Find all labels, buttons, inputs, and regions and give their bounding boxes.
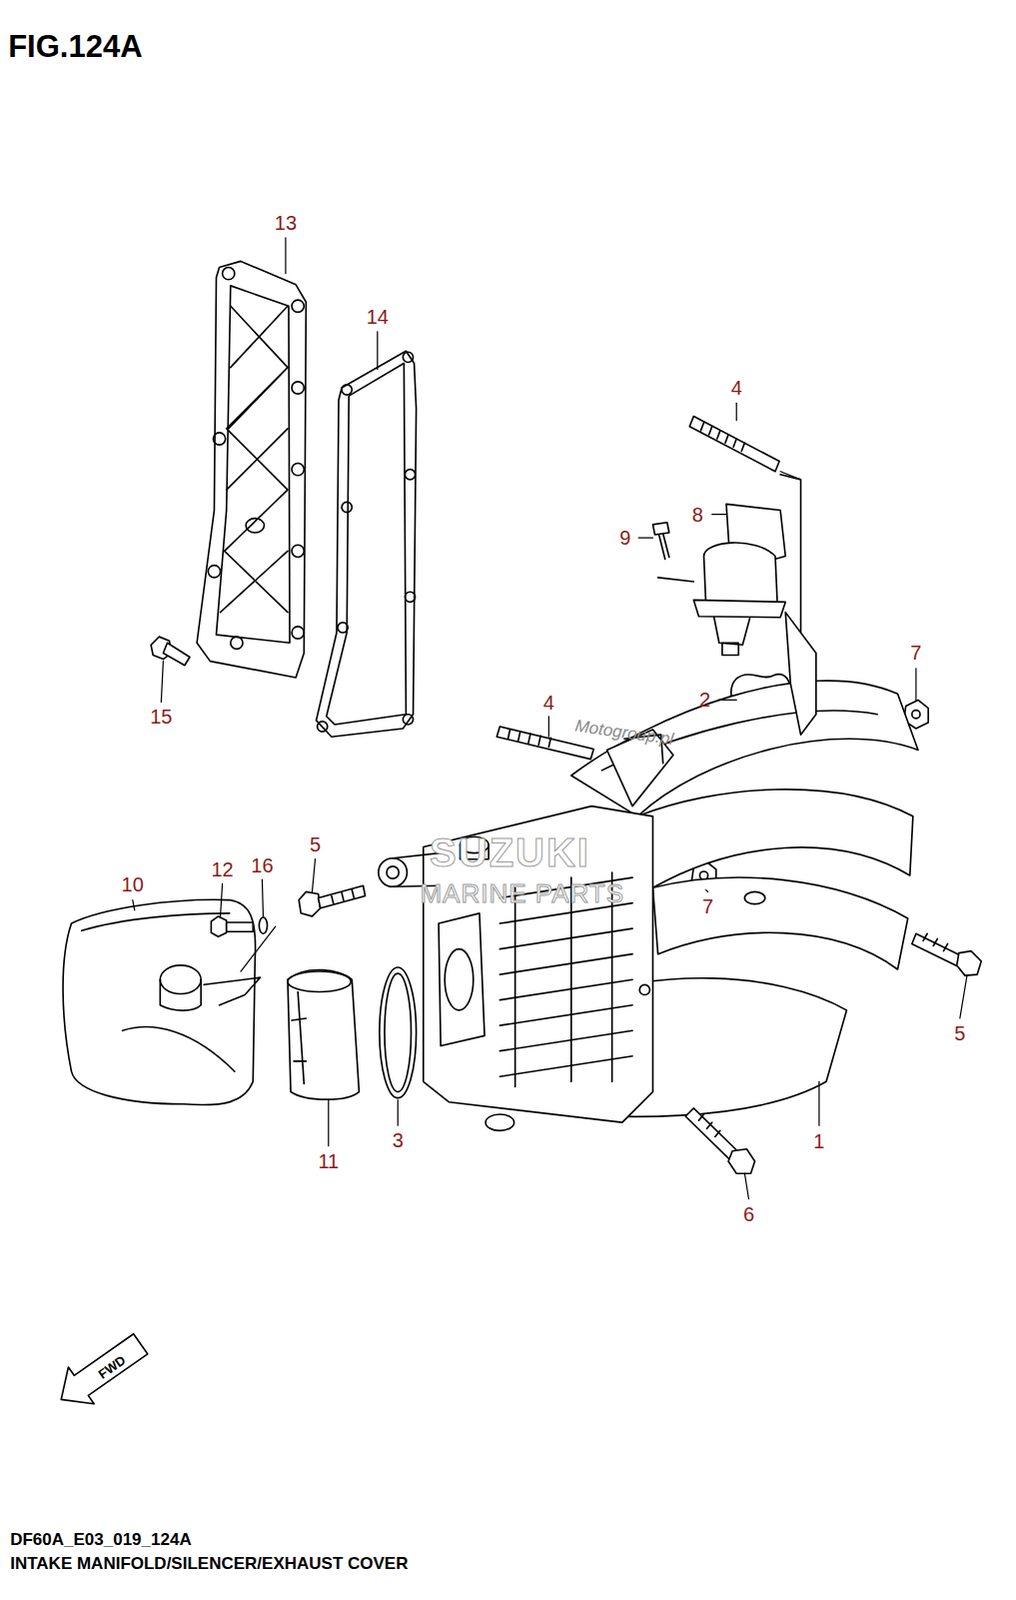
o-ring	[384, 973, 412, 1091]
callout-number: 5	[309, 834, 321, 855]
sensor	[652, 474, 801, 656]
watermark: MARINE PARTS	[419, 880, 625, 907]
direction-label: FWD	[95, 1352, 128, 1381]
callout-number: 15	[149, 706, 172, 727]
watermark: SUZUKI	[429, 832, 591, 873]
callout-number: 4	[543, 692, 555, 713]
bolt	[210, 916, 267, 937]
callout-number: 12	[210, 859, 233, 880]
callout-number: 5	[954, 1022, 966, 1043]
callout-number: 9	[619, 527, 631, 548]
callout-number: 7	[702, 896, 714, 917]
callout-number: 10	[121, 874, 144, 895]
intake-manifold	[378, 612, 919, 1131]
callout-number: 2	[699, 689, 711, 710]
ring	[287, 970, 359, 1100]
watermark: Motogroup.pl	[574, 717, 676, 749]
callout-number: 11	[317, 1150, 339, 1171]
leader-line	[132, 237, 968, 1199]
callout-number: 14	[366, 306, 389, 327]
bolt	[150, 636, 190, 666]
callout-number: 4	[731, 377, 743, 398]
figure-title: FIG.124A	[7, 30, 142, 62]
callout-number: 13	[274, 212, 297, 233]
figure-caption: INTAKE MANIFOLD/SILENCER/EXHAUST COVER	[9, 1554, 408, 1572]
bolt	[685, 1107, 755, 1173]
o-ring	[379, 967, 417, 1098]
figure-code: DF60A_E03_019_124A	[9, 1529, 191, 1547]
callout-number: 7	[910, 642, 922, 663]
bolt	[298, 885, 982, 976]
forward-arrow	[47, 1324, 153, 1417]
callout-number: 1	[813, 1130, 825, 1151]
exhaust-cover	[196, 260, 306, 678]
callout-number: 6	[743, 1203, 755, 1224]
gasket	[316, 350, 417, 737]
callout-number: 3	[392, 1129, 404, 1150]
callout-number: 16	[250, 855, 273, 876]
silencer	[62, 899, 276, 1104]
callout-number: 8	[692, 504, 704, 525]
